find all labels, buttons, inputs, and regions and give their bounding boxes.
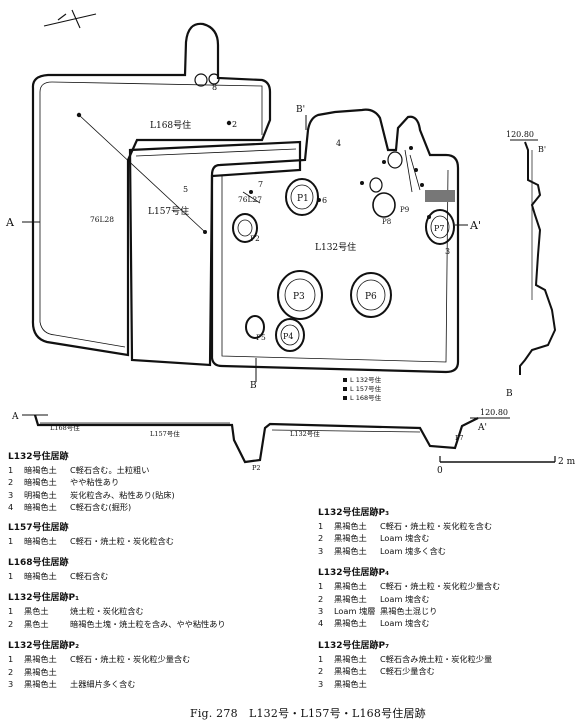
legend-title: L132号住居跡P₇ <box>318 640 390 651</box>
label-pit-p6: P6 <box>365 292 377 302</box>
label-elev-bottom: 120.80 <box>480 408 508 417</box>
label-num-4: 4 <box>336 139 341 148</box>
scale-zero-label: 0 <box>437 466 443 476</box>
label-pit-p1: P1 <box>297 194 309 204</box>
label-house-132: L132号住 <box>315 241 356 253</box>
label-num-2-a: 2 <box>232 120 237 129</box>
label-profile-b: B <box>506 389 513 399</box>
house-outline-132 <box>210 108 460 374</box>
label-house-168: L168号住 <box>150 119 191 131</box>
legend-title: L157号住居跡 <box>8 522 69 533</box>
label-point-76l27: 76L27 <box>238 195 262 204</box>
label-pit-p4: P4 <box>283 332 293 341</box>
scale-end-label: 2 m <box>558 457 576 467</box>
label-profile-b-prime: B' <box>538 145 546 154</box>
label-elev-top: 120.80 <box>506 130 534 139</box>
label-section-b-prime: B' <box>296 105 305 115</box>
key-house-132: L 132号住 <box>350 376 382 384</box>
label-pit-p8: P8 <box>382 218 391 226</box>
key-house-168: L 168号住 <box>350 394 382 402</box>
key-house-157: L 157号住 <box>350 385 382 393</box>
scale-bar <box>439 456 556 463</box>
label-pit-p9: P9 <box>400 206 409 214</box>
profile-a-a <box>22 414 510 464</box>
label-profile-pit-p7: P7 <box>455 434 464 442</box>
house-outline-157 <box>128 140 302 367</box>
label-profile-house-157: L157号住 <box>150 429 180 438</box>
label-section-b: B <box>250 381 257 391</box>
label-profile-a: A <box>11 412 19 422</box>
figure-caption: Fig. 278 L132号・L157号・L168号住居跡 <box>190 707 426 720</box>
label-pit-p5: P5 <box>256 333 266 342</box>
label-profile-a-prime: A' <box>477 423 487 433</box>
label-num-5: 5 <box>183 185 188 194</box>
label-pit-p2: P2 <box>250 234 260 243</box>
legend-title: L132号住居跡P₂ <box>8 641 80 652</box>
house-key: L 132号住 L 157号住 L 168号住 <box>343 376 381 403</box>
legend-title: L168号住居跡 <box>8 558 69 569</box>
dot-icon <box>343 378 347 382</box>
label-profile-house-132: L132号住 <box>290 429 320 438</box>
label-section-a: A <box>5 216 15 229</box>
label-profile-pit-p2: P2 <box>252 464 261 472</box>
legend-title: L132号住居跡P₁ <box>8 593 80 604</box>
dot-icon <box>343 396 347 400</box>
legend-title: L132号住居跡 <box>8 452 69 462</box>
profile-b-b <box>510 139 557 375</box>
legend-title: L132号住居跡P₃ <box>318 508 390 518</box>
dot-icon <box>343 387 347 391</box>
label-profile-house-168: L168号住 <box>50 423 80 432</box>
house-outline-168 <box>31 22 272 357</box>
label-pit-p7: P7 <box>434 224 444 233</box>
label-house-157: L157号住 <box>148 205 189 217</box>
label-point-761-28: 76L28 <box>90 215 114 224</box>
north-arrow-icon <box>43 9 97 29</box>
legend-title: L132号住居跡P₄ <box>318 568 390 579</box>
label-pit-p3: P3 <box>293 292 305 302</box>
label-num-6: 6 <box>322 196 327 205</box>
label-num-8: 8 <box>212 83 217 92</box>
label-num-7: 7 <box>258 180 263 189</box>
label-num-3: 3 <box>445 247 450 256</box>
label-section-a-prime: A' <box>469 219 481 232</box>
